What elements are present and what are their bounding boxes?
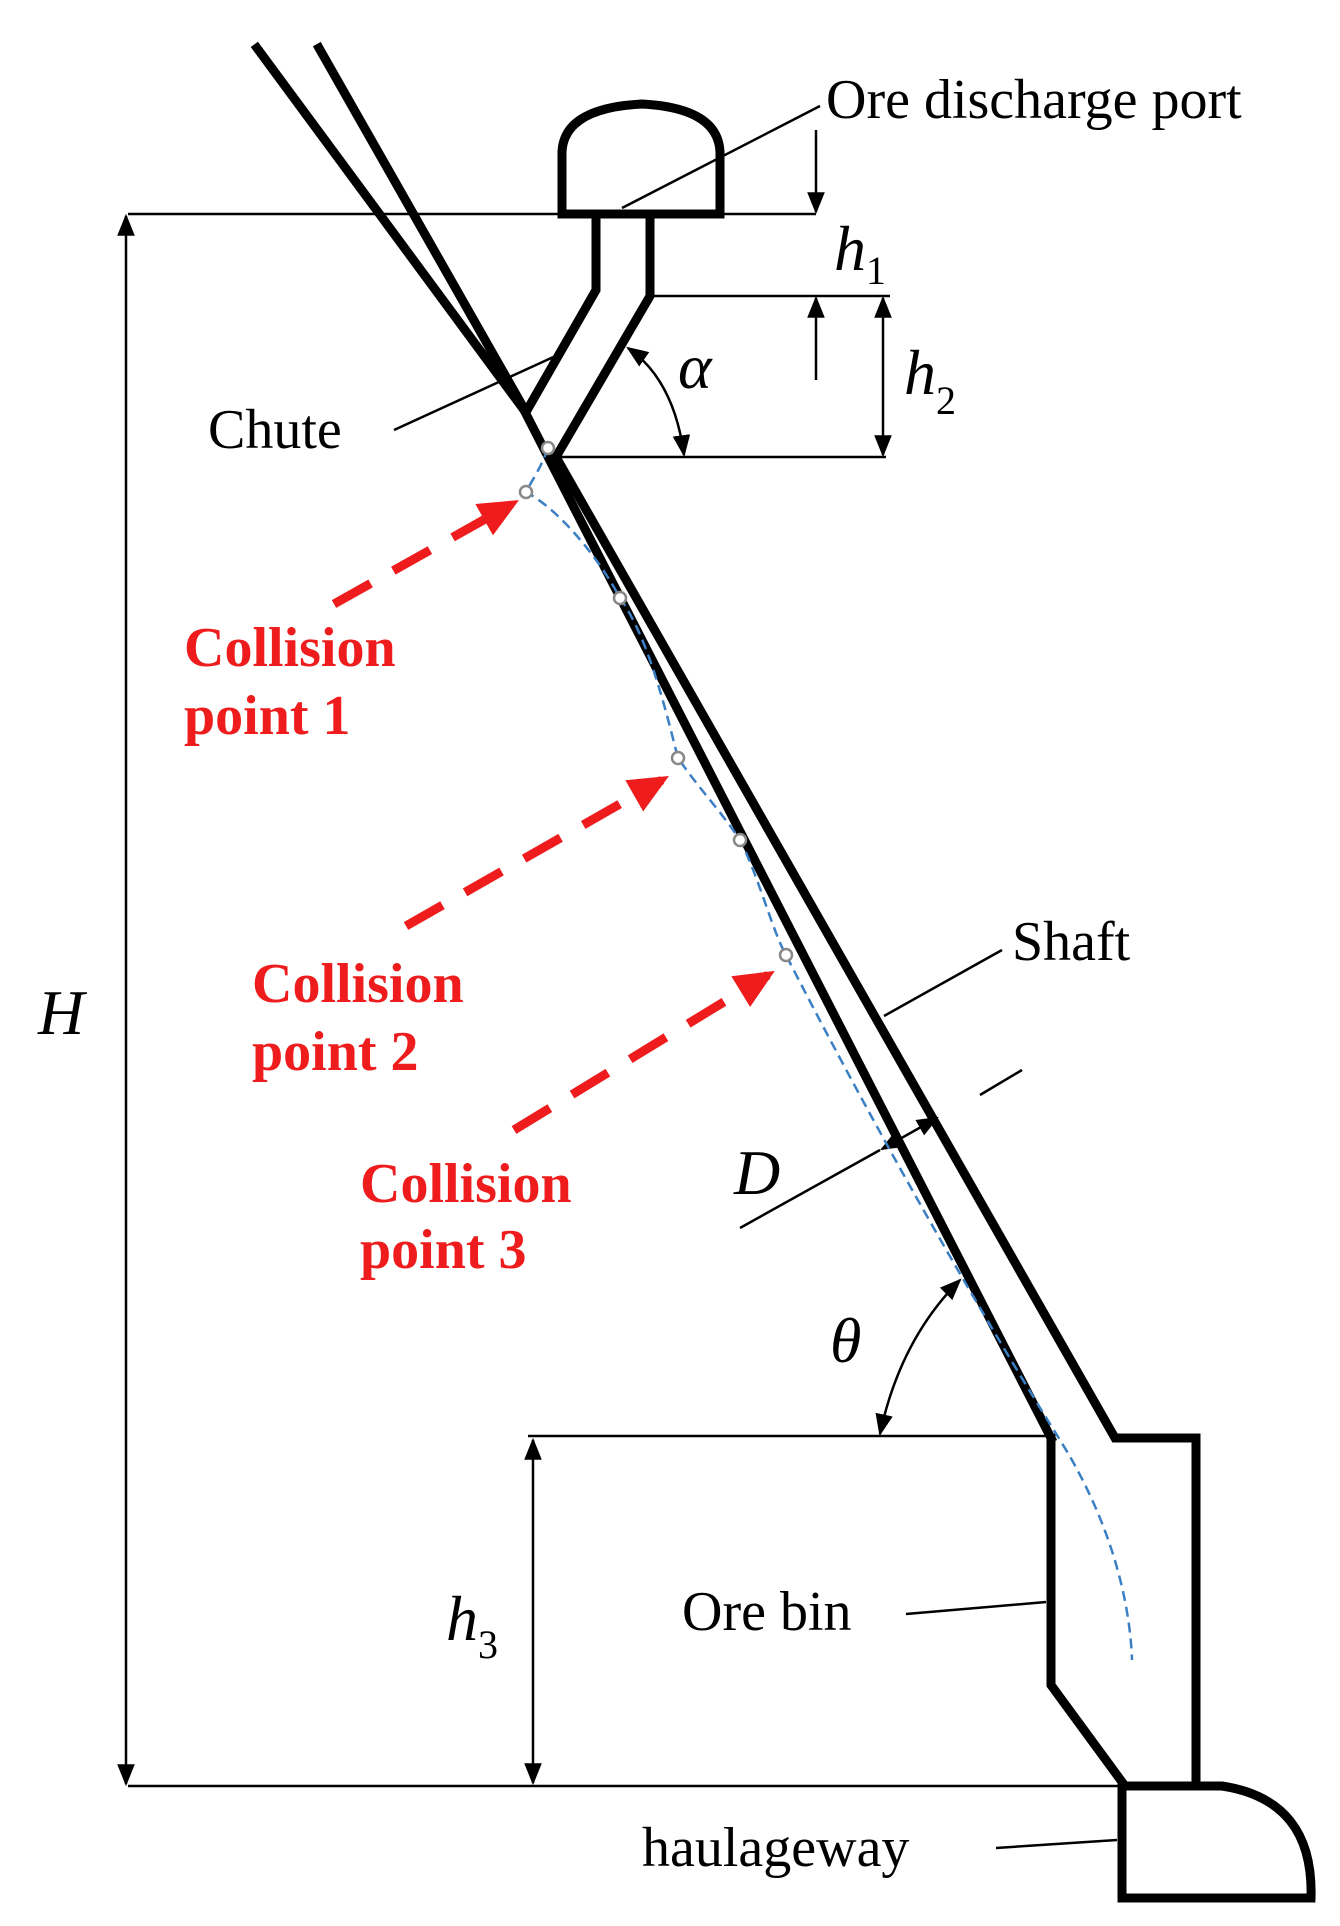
svg-text:Collision: Collision (252, 953, 464, 1015)
shaft-outline (250, 41, 1201, 1791)
shaft-leader (883, 948, 1003, 1018)
trajectory-point (518, 484, 534, 500)
collision-point-2-label: Collision point 2 (252, 953, 464, 1083)
svg-text:h: h (446, 1583, 478, 1654)
svg-text:3: 3 (478, 1622, 498, 1667)
angle-theta-arc (875, 1278, 962, 1437)
collision-arrows (331, 500, 775, 1134)
svg-text:Collision: Collision (360, 1153, 572, 1215)
svg-text:h: h (904, 337, 936, 408)
dimension-h1 (650, 130, 890, 380)
D-label: D (733, 1137, 780, 1208)
haulageway-label: haulageway (642, 1817, 909, 1879)
haulageway-leader (995, 1838, 1118, 1850)
collision-arrow-3 (511, 970, 775, 1134)
svg-text:point 3: point 3 (360, 1219, 527, 1281)
trajectory-point (540, 440, 556, 456)
ore-bin-label: Ore bin (682, 1581, 852, 1643)
dimension-H (117, 212, 1122, 1788)
dimension-h3 (524, 1434, 1051, 1786)
h3-label: h 3 (446, 1583, 498, 1667)
svg-text:1: 1 (866, 248, 886, 293)
H-label: H (37, 977, 88, 1048)
trajectory-point (778, 947, 794, 963)
theta-label: θ (830, 1305, 861, 1376)
svg-text:Collision: Collision (184, 617, 396, 679)
haulageway-shape (1117, 1781, 1316, 1903)
h2-label: h 2 (904, 337, 956, 423)
shaft-label: Shaft (1012, 911, 1131, 973)
ore-port-leader (621, 104, 821, 210)
chute-label: Chute (208, 399, 342, 461)
chute-leader (393, 352, 561, 432)
h1-label: h 1 (834, 213, 886, 293)
svg-text:2: 2 (936, 378, 956, 423)
dimension-h2 (556, 295, 892, 459)
ore-trajectory (524, 447, 1134, 1661)
collision-arrow-2 (403, 776, 669, 930)
angle-alpha-arc (626, 346, 691, 458)
dimension-D (739, 1068, 1023, 1230)
ore-bin-leader (905, 1600, 1047, 1616)
collision-arrow-1 (331, 500, 519, 608)
trajectory-point (612, 590, 628, 606)
alpha-label: α (678, 331, 713, 402)
trajectory-points (518, 440, 794, 963)
svg-text:point 2: point 2 (252, 1021, 419, 1083)
trajectory-point (732, 832, 748, 848)
svg-text:point 1: point 1 (184, 685, 351, 747)
svg-text:h: h (834, 213, 866, 284)
trajectory-point (670, 750, 686, 766)
collision-point-3-label: Collision point 3 (360, 1153, 572, 1281)
collision-point-1-label: Collision point 1 (184, 617, 396, 747)
ore-discharge-port-shape (557, 99, 725, 219)
ore-bin-outline (1046, 1433, 1132, 1793)
ore-discharge-port-label: Ore discharge port (826, 69, 1242, 131)
